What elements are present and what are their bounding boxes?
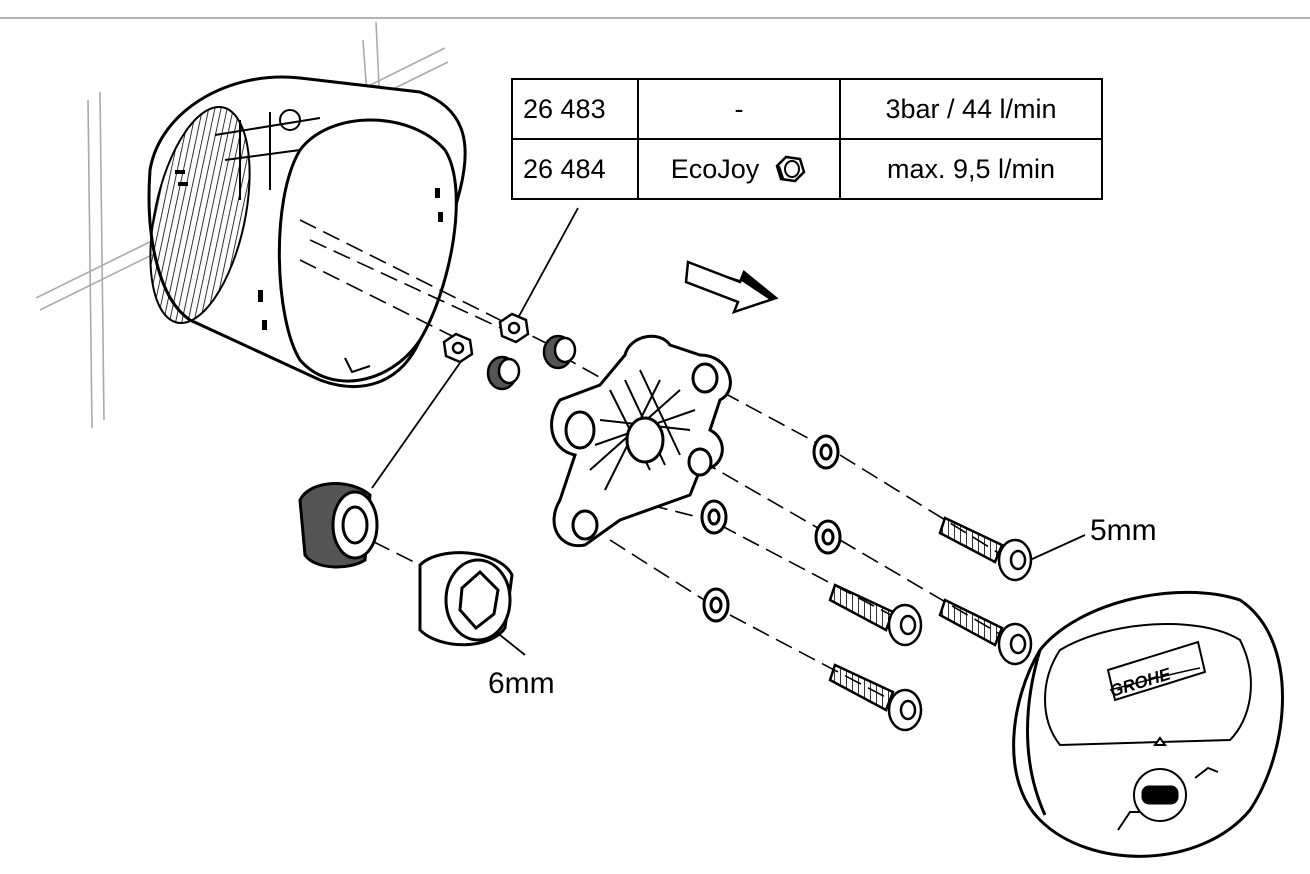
washer-1	[812, 434, 840, 470]
flow-restrictor-small-b	[442, 332, 474, 364]
part-number-cell: 26 483	[511, 78, 639, 140]
screw-size-label: 5mm	[1090, 514, 1157, 547]
flow-rate-cell: 3bar / 44 l/min	[839, 78, 1103, 140]
variant-cell: -	[637, 78, 841, 140]
screw-1	[938, 516, 1033, 582]
spec-table: 26 483 - 3bar / 44 l/min 26 484 EcoJoy m…	[511, 78, 1103, 200]
plug-size-label: 6mm	[488, 667, 555, 700]
flow-limiter-icon	[775, 155, 806, 183]
rough-in-body	[147, 75, 467, 388]
screw-4	[828, 663, 923, 732]
screw-3	[828, 583, 923, 647]
check-valve-a	[542, 334, 577, 370]
washer-3	[700, 499, 728, 535]
mounting-flange	[550, 334, 732, 548]
hex-key-icon	[458, 569, 500, 631]
variant-label: EcoJoy	[670, 153, 760, 184]
hex-plug	[418, 551, 514, 647]
check-valve-b	[486, 355, 521, 391]
arrow-right-icon	[684, 260, 779, 315]
screw-2	[938, 598, 1033, 666]
part-number-cell: 26 484	[511, 138, 639, 200]
flow-restrictor-small-a	[498, 312, 530, 344]
ecojoy-flow-limiter	[298, 482, 379, 569]
variant-cell: EcoJoy	[637, 138, 841, 200]
washer-4	[702, 587, 730, 623]
spec-row: 26 484 EcoJoy max. 9,5 l/min	[511, 138, 1103, 200]
washer-2	[814, 519, 842, 555]
spec-row: 26 483 - 3bar / 44 l/min	[511, 78, 1103, 140]
grohe-logo-icon	[1106, 640, 1207, 702]
leader-lines	[371, 207, 1086, 656]
trim-cover	[1012, 590, 1284, 858]
flow-rate-cell: max. 9,5 l/min	[839, 138, 1103, 200]
